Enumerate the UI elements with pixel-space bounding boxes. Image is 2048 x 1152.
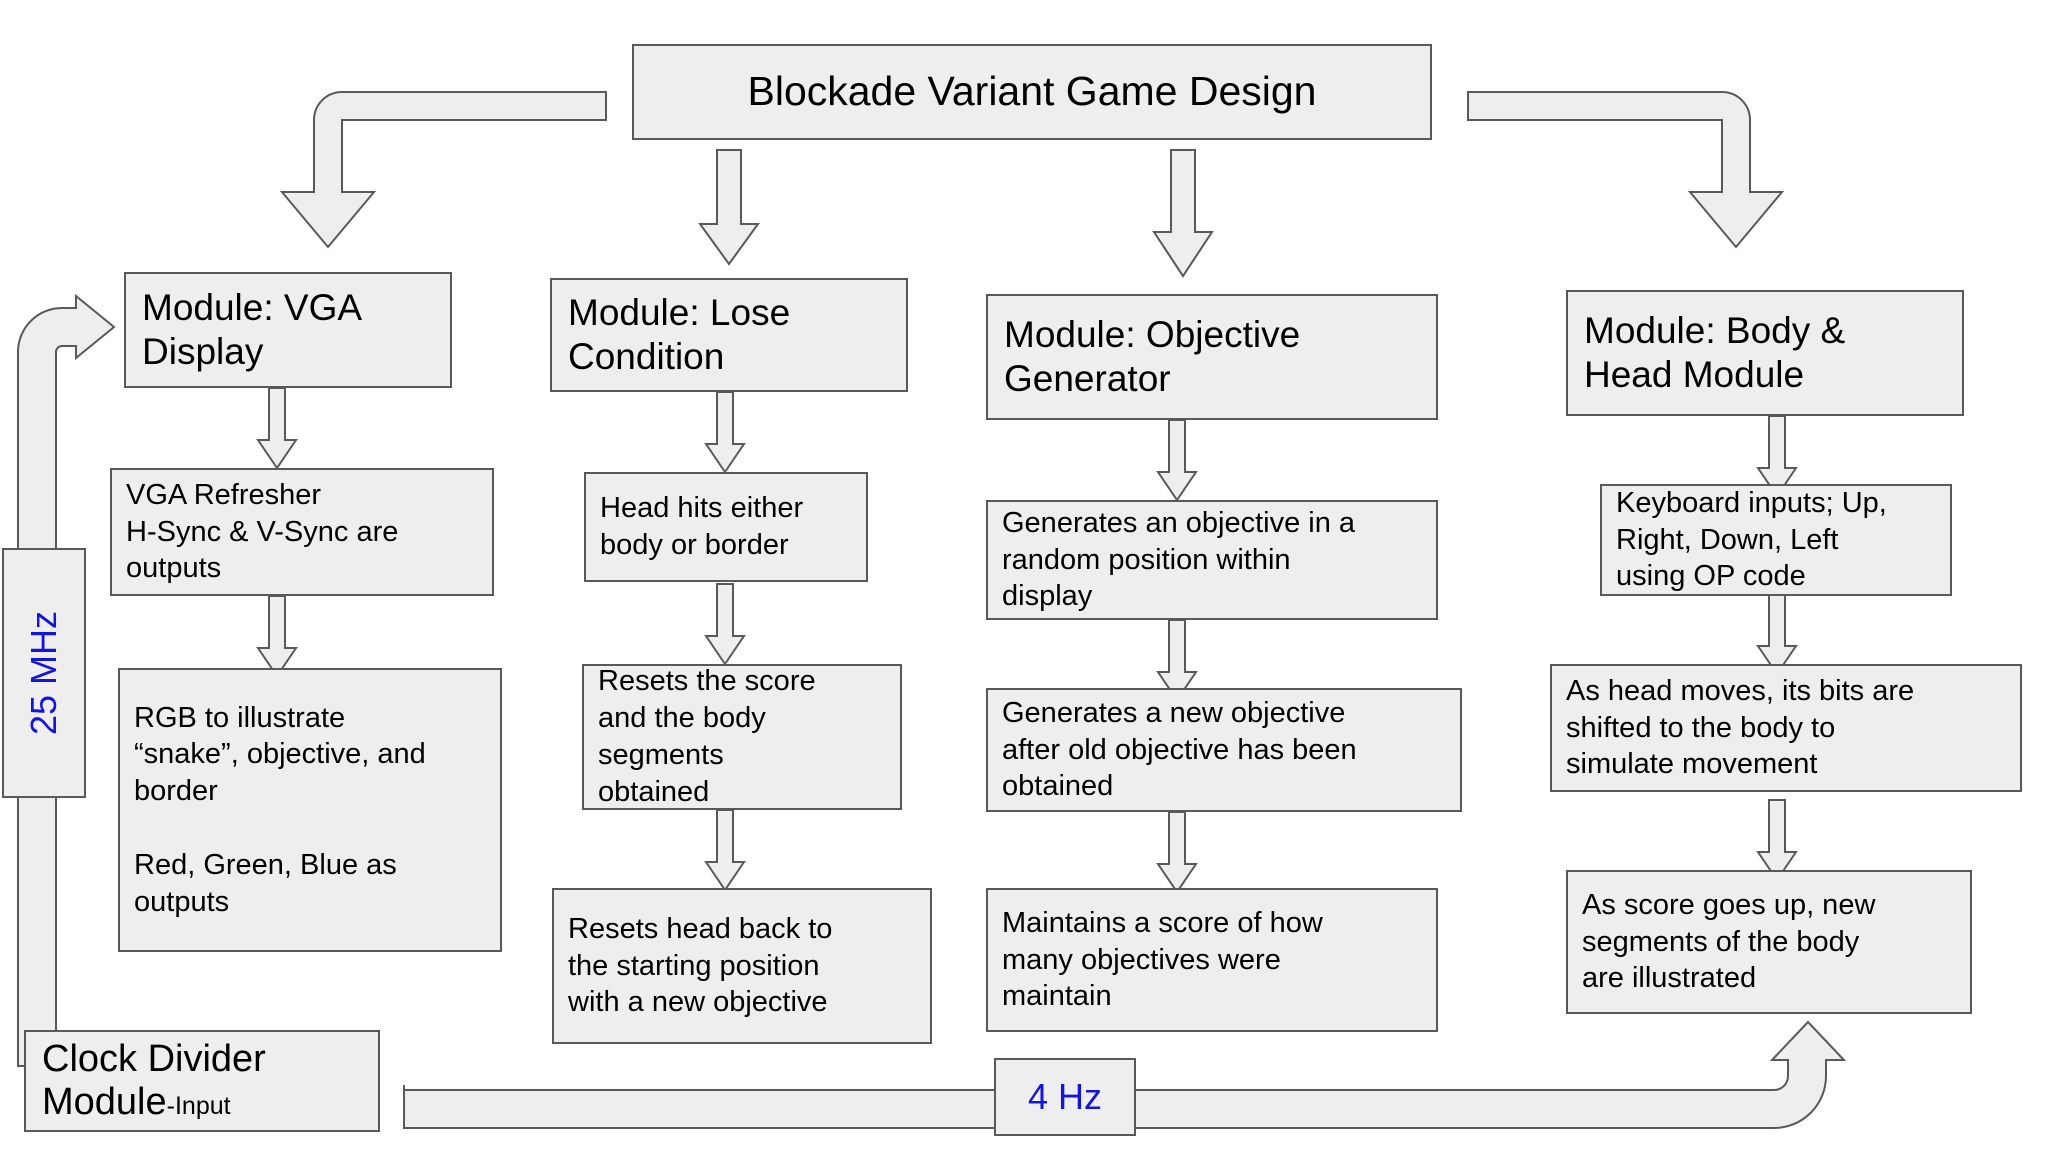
down-arrow-head-hits-to-resets-score	[704, 583, 746, 666]
clock-25mhz-feedback-arrow	[17, 293, 116, 1067]
detail-label-vga-rgb: RGB to illustrate “snake”, objective, an…	[134, 701, 426, 918]
module-label-lose-condition: Module: Lose Condition	[568, 292, 791, 377]
module-label-objective-generator: Module: Objective Generator	[1004, 314, 1301, 399]
down-arrow-vga-to-refresher	[256, 387, 298, 470]
detail-label-new-segments: As score goes up, new segments of the bo…	[1582, 888, 1876, 995]
detail-box-shifted-bits: As head moves, its bits are shifted to t…	[1550, 664, 2022, 792]
elbow-arrow-to-vga-display	[279, 91, 607, 249]
title-label: Blockade Variant Game Design	[747, 68, 1317, 115]
detail-box-vga-refresher: VGA Refresher H-Sync & V-Sync are output…	[110, 468, 494, 596]
clock-divider-module-box: Clock Divider Module-Input	[24, 1030, 380, 1132]
detail-label-resets-head: Resets head back to the starting positio…	[568, 912, 833, 1019]
clock-4hz-feedback-arrow	[403, 1020, 1847, 1129]
down-arrow-keyboard-to-shifted-bits	[1756, 593, 1798, 676]
detail-box-vga-rgb: RGB to illustrate “snake”, objective, an…	[118, 668, 502, 952]
detail-box-resets-head: Resets head back to the starting positio…	[552, 888, 932, 1044]
detail-label-resets-score: Resets the score and the body segments o…	[598, 665, 816, 808]
detail-label-generates-objective: Generates an objective in a random posit…	[1002, 506, 1356, 613]
signal-label-4hz: 4 Hz	[994, 1058, 1136, 1136]
detail-box-new-objective: Generates a new objective after old obje…	[986, 688, 1462, 812]
detail-label-keyboard-inputs: Keyboard inputs; Up, Right, Down, Left u…	[1616, 486, 1887, 593]
module-box-objective-generator: Module: Objective Generator	[986, 294, 1438, 420]
elbow-arrow-to-body-head-module	[1467, 91, 1785, 249]
module-label-vga-display: Module: VGA Display	[142, 287, 363, 372]
clock-divider-main-text: Clock Divider Module	[42, 1038, 277, 1123]
down-arrow-generates-to-new-objective	[1156, 619, 1198, 702]
clock-divider-label: Clock Divider Module-Input	[26, 1038, 378, 1123]
detail-label-maintains-score: Maintains a score of how many objectives…	[1002, 906, 1323, 1013]
signal-text-4hz: 4 Hz	[1027, 1076, 1103, 1117]
detail-box-keyboard-inputs: Keyboard inputs; Up, Right, Down, Left u…	[1600, 484, 1952, 596]
signal-label-25mhz: 25 MHz	[2, 548, 86, 798]
title-box: Blockade Variant Game Design	[632, 44, 1432, 140]
detail-box-maintains-score: Maintains a score of how many objectives…	[986, 888, 1438, 1032]
detail-label-head-hits: Head hits either body or border	[600, 492, 804, 561]
down-arrow-resets-score-to-resets-head	[704, 809, 746, 892]
detail-label-shifted-bits: As head moves, its bits are shifted to t…	[1566, 674, 1915, 781]
module-box-vga-display: Module: VGA Display	[124, 272, 452, 388]
clock-divider-sub-text: -Input	[166, 1092, 231, 1120]
signal-text-25mhz: 25 MHz	[23, 610, 64, 736]
detail-label-vga-refresher: VGA Refresher H-Sync & V-Sync are output…	[126, 478, 399, 585]
module-box-lose-condition: Module: Lose Condition	[550, 278, 908, 392]
detail-box-new-segments: As score goes up, new segments of the bo…	[1566, 870, 1972, 1014]
down-arrow-shifted-bits-to-segments	[1756, 799, 1798, 882]
detail-label-new-objective: Generates a new objective after old obje…	[1002, 696, 1357, 803]
down-arrow-new-objective-to-score	[1156, 811, 1198, 894]
detail-box-resets-score: Resets the score and the body segments o…	[582, 664, 902, 810]
down-arrow-to-lose-condition	[698, 149, 760, 266]
down-arrow-lose-to-head-hits	[704, 391, 746, 474]
module-box-body-head: Module: Body & Head Module	[1566, 290, 1964, 416]
down-arrow-objective-to-generates	[1156, 419, 1198, 502]
down-arrow-body-head-to-keyboard	[1756, 415, 1798, 498]
module-label-body-head: Module: Body & Head Module	[1584, 310, 1846, 395]
detail-box-head-hits: Head hits either body or border	[584, 472, 868, 582]
down-arrow-to-objective-generator	[1152, 149, 1214, 278]
detail-box-generates-objective: Generates an objective in a random posit…	[986, 500, 1438, 620]
down-arrow-refresher-to-rgb	[256, 595, 298, 678]
